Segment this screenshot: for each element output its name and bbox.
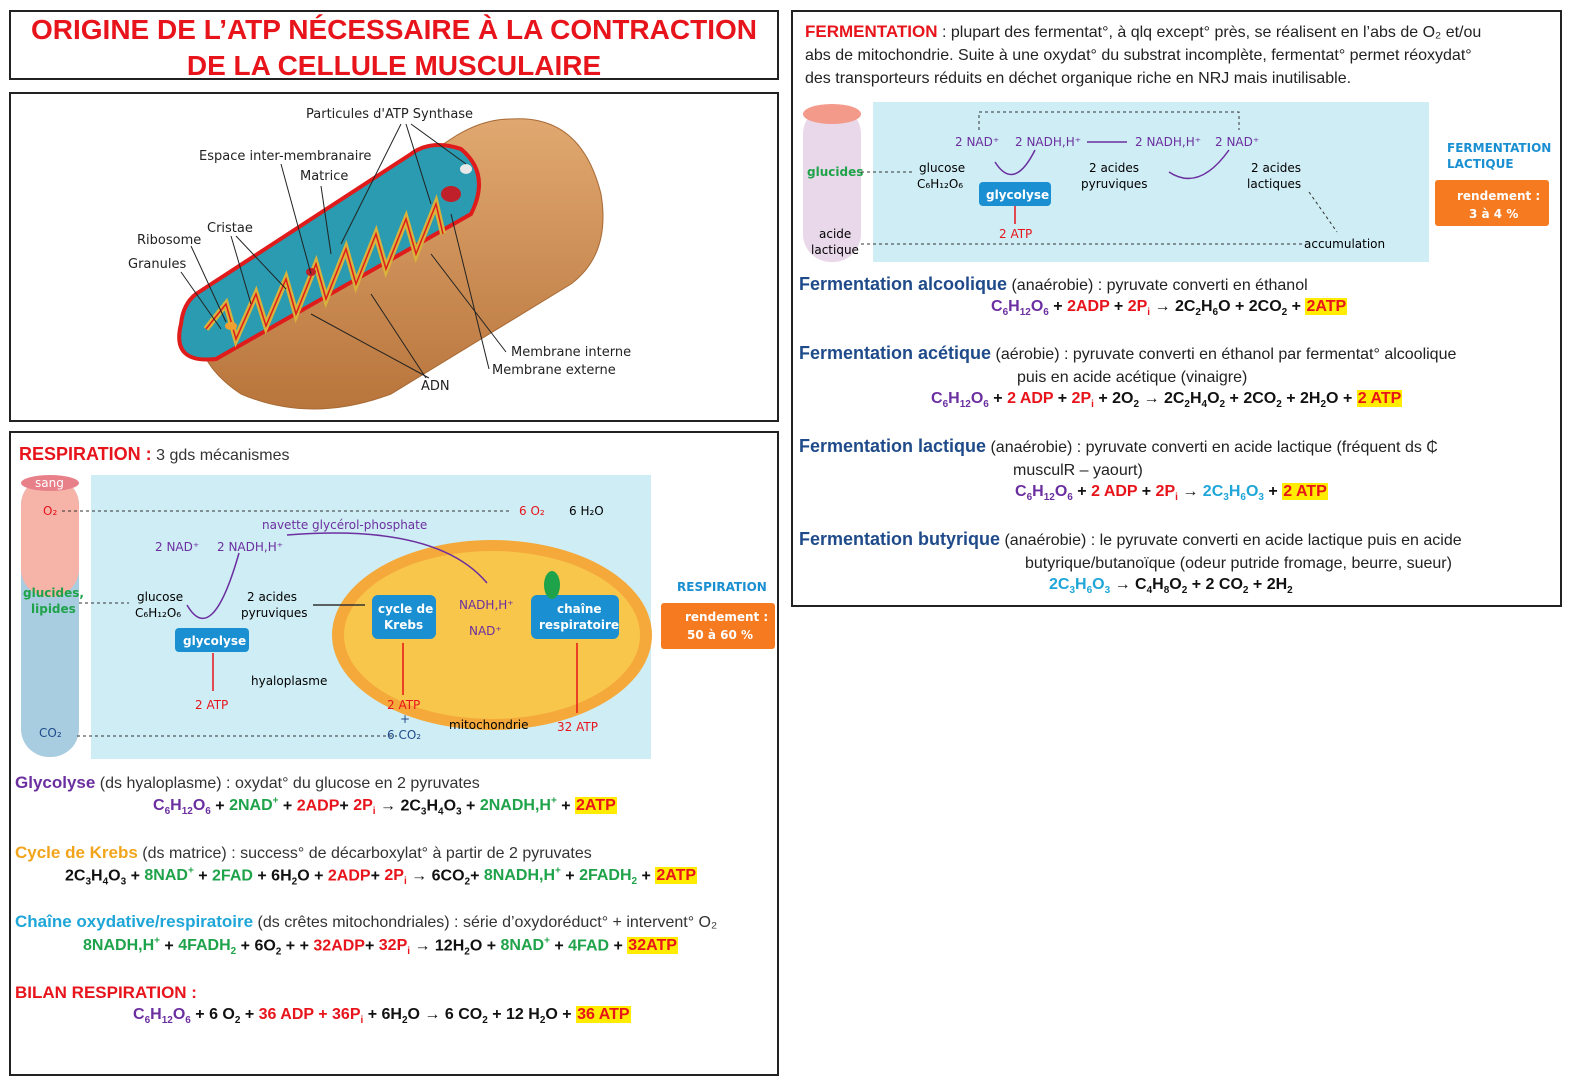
label-membrane-interne: Membrane interne: [511, 345, 631, 360]
alcoolique-equation: C6H12O6 + 2ADP + 2Pi → 2C2H6O + 2CO2 + 2…: [991, 298, 1348, 319]
krebs-label-1: cycle de: [378, 602, 433, 616]
ferm-atp: 2 ATP: [999, 227, 1032, 241]
h2o-6-label: 6 H₂O: [569, 504, 604, 518]
lipides-label: lipides: [31, 602, 76, 616]
ferm-nad: 2 NAD⁺: [955, 135, 999, 149]
krebs-label-2: Krebs: [384, 618, 423, 632]
ferm-acide-2: lactique: [811, 243, 859, 257]
butyrique-line: Fermentation butyrique (anaérobie) : le …: [799, 529, 1462, 549]
ferm-rendement-label: rendement :: [1457, 189, 1540, 203]
ferm-lact-1: 2 acides: [1251, 161, 1301, 175]
label-ribosome: Ribosome: [137, 233, 201, 248]
ferm-acide-1: acide: [819, 227, 851, 241]
plus-label: +: [400, 712, 410, 726]
krebs-line: Cycle de Krebs (ds matrice) : success° d…: [15, 843, 592, 862]
label-granules: Granules: [128, 257, 186, 272]
ferm-glucose-formula: C₆H₁₂O₆: [917, 177, 963, 191]
ferm-glucose: glucose: [919, 161, 965, 175]
leader-lines: [180, 123, 507, 379]
lactique-equation: C6H12O6 + 2 ADP + 2Pi → 2C3H6O3 + 2 ATP: [1015, 483, 1328, 504]
hyaloplasme-label: hyaloplasme: [251, 674, 327, 688]
bilan-equation: C6H12O6 + 6 O2 + 36 ADP + 36Pi + 6H2O → …: [133, 1006, 631, 1027]
mitochondrie-label: mitochondrie: [449, 718, 529, 732]
label-cristae: Cristae: [207, 221, 253, 236]
resp-rendement-label: rendement :: [685, 610, 768, 624]
respiration-diagram: sang O₂ glucides, lipides CO₂ 2 NAD⁺ 2 N…: [21, 475, 775, 759]
chaine-equation: 8NADH,H+ + 4FADH2 + 6O2 + + 32ADP+ 32Pi …: [83, 936, 678, 958]
acides-label-2: pyruviques: [241, 606, 308, 620]
nad-mito-label: NAD⁺: [469, 624, 502, 638]
atp2-label: 2 ATP: [195, 698, 228, 712]
atp2b-label: 2 ATP: [387, 698, 420, 712]
mitochondria-diagram: Particules d'ATP Synthase Espace inter-m…: [9, 92, 779, 422]
o2-6-label: 6 O₂: [519, 504, 545, 518]
acetique-equation: C6H12O6 + 2 ADP + 2Pi + 2O2 → 2C2H4O2 + …: [931, 390, 1403, 411]
ferm-nadh-2: 2 NADH,H⁺: [1135, 135, 1201, 149]
ferm-acides-1: 2 acides: [1089, 161, 1139, 175]
acetique-line-2: puis en acide acétique (vinaigre): [1017, 369, 1248, 386]
ferm-glycolyse-box: glycolyse: [986, 188, 1049, 202]
resp-rendement-title: RESPIRATION: [677, 580, 767, 594]
bilan-heading: BILAN RESPIRATION :: [15, 983, 197, 1002]
page-title: ORIGINE DE L’ATP NÉCESSAIRE À LA CONTRAC…: [9, 10, 779, 81]
nadh-mito-label: NADH,H⁺: [459, 598, 514, 612]
glycolyse-line: Glycolyse (ds hyaloplasme) : oxydat° du …: [15, 773, 480, 792]
label-membrane-externe: Membrane externe: [492, 363, 616, 378]
lactique-line-2: musculR – yaourt): [1013, 462, 1143, 479]
o2-label: O₂: [43, 504, 57, 518]
ferm-rendement-value: 3 à 4 %: [1469, 207, 1518, 221]
alcoolique-line: Fermentation alcoolique (anaérobie) : py…: [799, 274, 1308, 294]
ferm-lact-2: lactiques: [1247, 177, 1301, 191]
glucose-formula: C₆H₁₂O₆: [135, 606, 181, 620]
navette-label: navette glycérol-phosphate: [262, 518, 427, 532]
co2-label: CO₂: [39, 726, 62, 740]
chaine-line: Chaîne oxydative/respiratoire (ds crêtes…: [15, 912, 718, 931]
respiration-panel: RESPIRATION : 3 gds mécanismes sang O₂ g…: [9, 431, 779, 1076]
sang-label: sang: [35, 476, 64, 490]
respiration-heading: RESPIRATION : 3 gds mécanismes: [19, 444, 290, 464]
label-espace: Espace inter-membranaire: [199, 149, 371, 164]
acetique-line: Fermentation acétique (aérobie) : pyruva…: [799, 343, 1457, 363]
label-adn: ADN: [421, 379, 450, 394]
ferm-acides-2: pyruviques: [1081, 177, 1148, 191]
title-line-1: ORIGINE DE L’ATP NÉCESSAIRE À LA CONTRAC…: [31, 14, 757, 45]
acides-label-1: 2 acides: [247, 590, 297, 604]
glycolyse-equation: C6H12O6 + 2NAD+ + 2ADP+ 2Pi → 2C3H4O3 + …: [153, 796, 617, 818]
chaine-label-1: chaîne: [557, 602, 602, 616]
glycolyse-box: glycolyse: [183, 634, 246, 648]
mitochondria-illustration: Particules d'ATP Synthase Espace inter-m…: [128, 107, 631, 410]
ferm-label-1: FERMENTATION: [1447, 141, 1551, 155]
nadh-label: 2 NADH,H⁺: [217, 540, 283, 554]
butyrique-equation: 2C3H6O3 → C4H8O2 + 2 CO2 + 2H2: [1049, 576, 1293, 597]
lactique-line: Fermentation lactique (anaérobie) : pyru…: [799, 436, 1438, 456]
atp32-label: 32 ATP: [557, 720, 598, 734]
fermentation-intro: FERMENTATION : plupart des fermentat°, à…: [805, 22, 1482, 87]
ferm-nadh: 2 NADH,H⁺: [1015, 135, 1081, 149]
resp-rendement-value: 50 à 60 %: [687, 628, 753, 642]
ferm-accumulation: accumulation: [1304, 237, 1385, 251]
fermentation-panel: FERMENTATION : plupart des fermentat°, à…: [791, 10, 1562, 607]
title-line-2: DE LA CELLULE MUSCULAIRE: [186, 50, 602, 81]
fermentation-diagram: glucides acide lactique 2 NAD⁺ 2 NADH,H⁺…: [803, 102, 1551, 262]
glucose-label: glucose: [137, 590, 183, 604]
ferm-glucides: glucides: [807, 165, 863, 179]
krebs-equation: 2C3H4O3 + 8NAD+ + 2FAD + 6H2O + 2ADP+ 2P…: [65, 866, 698, 888]
nad-label: 2 NAD⁺: [155, 540, 199, 554]
label-atp-synthase: Particules d'ATP Synthase: [306, 107, 473, 122]
ferm-label-2: LACTIQUE: [1447, 157, 1514, 171]
label-matrice: Matrice: [300, 169, 348, 184]
glucides-label: glucides,: [23, 586, 84, 600]
ferm-nad-2: 2 NAD⁺: [1215, 135, 1259, 149]
chaine-label-2: respiratoire: [539, 618, 619, 632]
co2-6-label: 6 CO₂: [387, 728, 421, 742]
butyrique-line-2: butyrique/butanoïque (odeur putride from…: [1025, 555, 1452, 572]
